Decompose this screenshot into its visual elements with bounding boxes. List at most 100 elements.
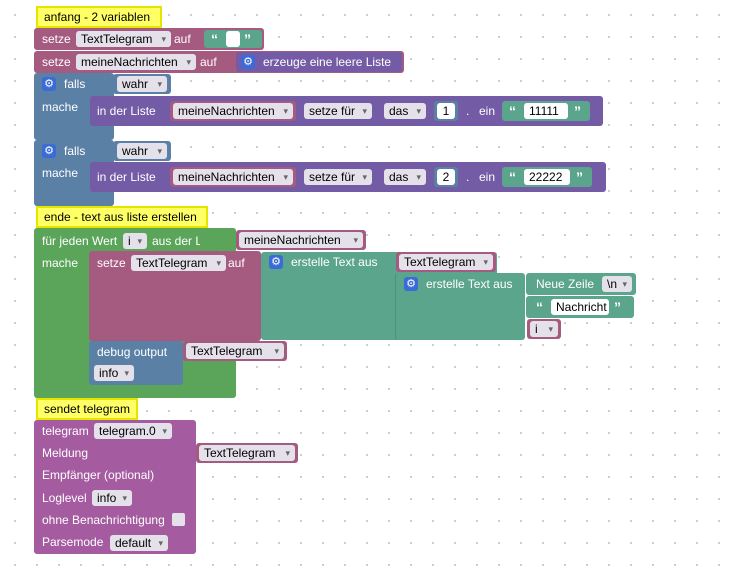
comment-telegram[interactable]: sendet telegram [36,398,138,420]
if-keyword: falls [64,77,86,91]
to-keyword: auf [174,32,191,46]
list-variable-chip[interactable]: meineNachrichten [170,167,296,187]
comment-start[interactable]: anfang - 2 variablen [36,6,162,28]
variable-dropdown[interactable]: meineNachrichten [76,54,196,70]
quote-close: ” [576,169,583,185]
quote-open: “ [536,299,543,315]
create-empty-list-label: erzeuge eine leere Liste [263,55,392,69]
newline-dropdown[interactable]: \n [602,276,632,292]
boolean-dropdown[interactable]: wahr [117,76,167,92]
variable-chip[interactable]: TextTelegram [183,341,287,361]
index-input[interactable]: 1 [437,103,455,119]
list-variable-chip[interactable]: meineNachrichten [236,230,366,250]
in-list-label: in der Liste [97,104,156,118]
quote-open: “ [509,103,516,119]
text-input[interactable]: 22222 [524,169,570,185]
dot-label: . [466,170,470,184]
variable-dropdown[interactable]: meineNachrichten [173,103,293,119]
variable-dropdown[interactable]: meineNachrichten [173,169,293,185]
variable-dropdown[interactable]: TextTelegram [131,255,226,271]
silent-checkbox[interactable] [172,513,185,526]
mode-dropdown[interactable]: setze für [304,103,372,119]
loglevel-dropdown[interactable]: info [92,490,132,506]
text-literal-block[interactable]: “ Nachricht ” [526,296,634,318]
set-keyword: setze [42,55,71,69]
text-literal-block[interactable]: “ 22222 ” [502,167,592,187]
join-text-block-inner[interactable]: ⚙ erstelle Text aus [395,273,525,340]
join-label: erstelle Text aus [291,255,378,269]
debug-level-dropdown[interactable]: info [94,365,134,381]
where-dropdown[interactable]: das [384,169,426,185]
variable-chip[interactable]: TextTelegram [396,252,496,272]
in-label: ein [479,170,496,184]
variable-dropdown[interactable]: TextTelegram [199,445,295,461]
in-list-label: in der Liste [97,170,156,184]
do-keyword: mache [42,256,79,270]
in-label: ein [479,104,496,118]
text-input-empty[interactable] [226,31,240,47]
list-set-block-2[interactable]: in der Liste meineNachrichten setze für … [90,162,606,192]
telegram-block[interactable]: telegram telegram.0 Meldung Empfänger (o… [34,420,196,554]
telegram-instance-dropdown[interactable]: telegram.0 [94,423,172,439]
gear-icon[interactable]: ⚙ [269,255,283,269]
loop-variable-chip[interactable]: i [527,319,561,339]
for-each-label: für jeden Wert [42,234,118,248]
variable-dropdown[interactable]: TextTelegram [399,254,493,270]
variable-dropdown[interactable]: i [530,321,558,337]
silent-label: ohne Benachrichtigung [42,513,165,527]
to-keyword: auf [228,256,245,270]
variable-chip[interactable]: TextTelegram [196,443,298,463]
quote-close: ” [614,299,621,315]
text-literal-block[interactable]: “ 11111 ” [502,101,590,121]
list-set-block-1[interactable]: in der Liste meineNachrichten setze für … [90,96,603,126]
list-variable-chip[interactable]: meineNachrichten [170,101,296,121]
recipient-label: Empfänger (optional) [42,468,155,482]
to-keyword: auf [200,55,217,69]
gear-icon[interactable]: ⚙ [42,77,56,91]
message-label: Meldung [42,446,89,460]
where-dropdown[interactable]: das [384,103,426,119]
debug-label: debug output [97,345,168,359]
variable-dropdown[interactable]: TextTelegram [186,343,284,359]
boolean-dropdown[interactable]: wahr [117,143,167,159]
parsemode-dropdown[interactable]: default [110,535,168,551]
do-keyword: mache [42,100,79,114]
newline-block[interactable]: Neue Zeile \n [526,273,636,295]
join-label: erstelle Text aus [426,277,513,291]
newline-label: Neue Zeile [536,277,595,291]
number-block[interactable]: 2 [434,167,458,187]
index-input[interactable]: 2 [437,169,455,185]
set-variable-block[interactable]: setze TextTelegram auf [89,251,261,341]
set-list-variable-block[interactable]: setze meineNachrichten auf ⚙ erzeuge ein… [34,51,404,73]
if-keyword: falls [64,144,86,158]
gear-icon[interactable]: ⚙ [404,277,418,291]
set-keyword: setze [42,32,71,46]
gear-icon[interactable]: ⚙ [241,55,255,69]
quote-close: ” [574,103,581,119]
loop-variable-dropdown[interactable]: i [123,233,147,249]
loglevel-label: Loglevel [42,491,87,505]
dot-label: . [466,104,470,118]
text-input[interactable]: 11111 [524,103,568,119]
variable-dropdown[interactable]: TextTelegram [76,31,171,47]
number-block[interactable]: 1 [434,101,458,121]
text-input[interactable]: Nachricht [551,299,609,315]
quote-open: “ [509,169,516,185]
create-empty-list-block[interactable]: ⚙ erzeuge eine leere Liste [236,52,402,72]
debug-output-block[interactable]: debug output info [89,341,183,385]
for-each-header-ext [200,228,236,252]
quote-close: ” [244,31,251,47]
if-block-2[interactable]: ⚙ falls mache [34,140,114,206]
gear-icon[interactable]: ⚙ [42,144,56,158]
variable-dropdown[interactable]: meineNachrichten [239,232,363,248]
text-literal-block[interactable]: “ ” [204,30,262,48]
telegram-label: telegram [42,424,89,438]
comment-end[interactable]: ende - text aus liste erstellen [36,206,208,228]
set-keyword: setze [97,256,126,270]
mode-dropdown[interactable]: setze für [304,169,372,185]
parsemode-label: Parsemode [42,535,104,549]
set-variable-block[interactable]: setze TextTelegram auf “ ” [34,28,264,50]
condition-block[interactable]: wahr [113,74,171,94]
condition-block[interactable]: wahr [113,141,171,161]
quote-open: “ [211,31,218,47]
